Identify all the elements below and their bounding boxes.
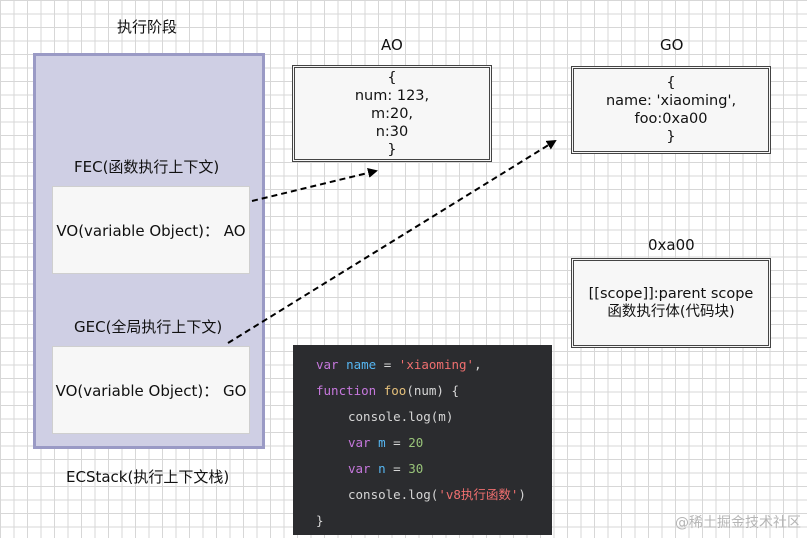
number-literal: 20 <box>408 435 424 450</box>
ao-title: AO <box>381 36 403 54</box>
punctuation: , <box>474 357 482 372</box>
keyword: var <box>316 357 339 372</box>
operator: = <box>376 357 399 372</box>
go-line: name: 'xiaoming', <box>605 93 737 109</box>
ao-line: } <box>387 141 397 158</box>
heap-object-title: 0xa00 <box>648 236 695 254</box>
code-line: function foo(num) { <box>293 378 552 404</box>
execution-phase-title: 执行阶段 <box>117 18 178 36</box>
code-line: console.log(m) <box>293 404 552 430</box>
fec-vo-text: VO(variable Object)： AO <box>56 221 246 240</box>
string-literal: 'v8执行函数' <box>438 487 519 502</box>
keyword: function <box>316 383 377 398</box>
go-line: foo:0xa00 <box>634 111 708 127</box>
gec-vo-box: VO(variable Object)： GO <box>52 346 250 434</box>
code-block: var name = 'xiaoming', function foo(num)… <box>293 345 552 535</box>
heap-object-content: [[scope]]:parent scope 函数执行体(代码块) <box>589 285 754 321</box>
heap-line: 函数执行体(代码块) <box>607 304 735 320</box>
gec-vo-text: VO(variable Object)： GO <box>55 381 247 400</box>
go-content: { name: 'xiaoming', foo:0xa00 } <box>606 74 736 146</box>
ao-content: { num: 123, m:20, n:30 } <box>355 69 429 159</box>
code-line: var name = 'xiaoming', <box>293 352 552 378</box>
function-args: (num) { <box>406 383 460 398</box>
gec-to-go-arrow <box>227 139 557 344</box>
statement: console.log( <box>348 487 439 502</box>
operator: = <box>385 435 409 450</box>
code-line: var m = 20 <box>293 430 552 456</box>
gec-title: GEC(全局执行上下文) <box>74 318 223 336</box>
watermark: @稀土掘金技术社区 <box>675 515 801 531</box>
heap-line: [[scope]]:parent scope <box>588 286 754 302</box>
code-line: var n = 30 <box>293 456 552 482</box>
ao-line: m:20, <box>370 105 414 122</box>
fec-to-ao-arrow <box>251 168 378 202</box>
ao-line: { <box>387 69 397 86</box>
closing-brace: } <box>316 513 324 528</box>
identifier: n <box>378 461 386 476</box>
fec-vo-box: VO(variable Object)： AO <box>52 186 250 274</box>
operator: = <box>385 461 409 476</box>
go-box: { name: 'xiaoming', foo:0xa00 } <box>571 66 771 154</box>
keyword: var <box>348 461 371 476</box>
keyword: var <box>348 435 371 450</box>
punctuation: ) <box>518 487 526 502</box>
ao-line: n:30 <box>375 123 409 140</box>
code-line: console.log('v8执行函数') <box>293 482 552 508</box>
fec-title: FEC(函数执行上下文) <box>74 158 220 176</box>
identifier: name <box>346 357 377 372</box>
function-name: foo <box>383 383 407 398</box>
ao-box: { num: 123, m:20, n:30 } <box>292 65 492 162</box>
go-line: { <box>666 75 676 91</box>
statement: console.log(m) <box>348 409 454 424</box>
go-title: GO <box>660 36 684 54</box>
ecstack-caption: ECStack(执行上下文栈) <box>66 468 230 486</box>
go-line: } <box>666 129 676 145</box>
code-line: } <box>293 508 552 534</box>
number-literal: 30 <box>408 461 424 476</box>
heap-object-box: [[scope]]:parent scope 函数执行体(代码块) <box>571 258 771 348</box>
ao-line: num: 123, <box>354 87 430 104</box>
string-literal: 'xiaoming' <box>398 357 475 372</box>
identifier: m <box>378 435 386 450</box>
